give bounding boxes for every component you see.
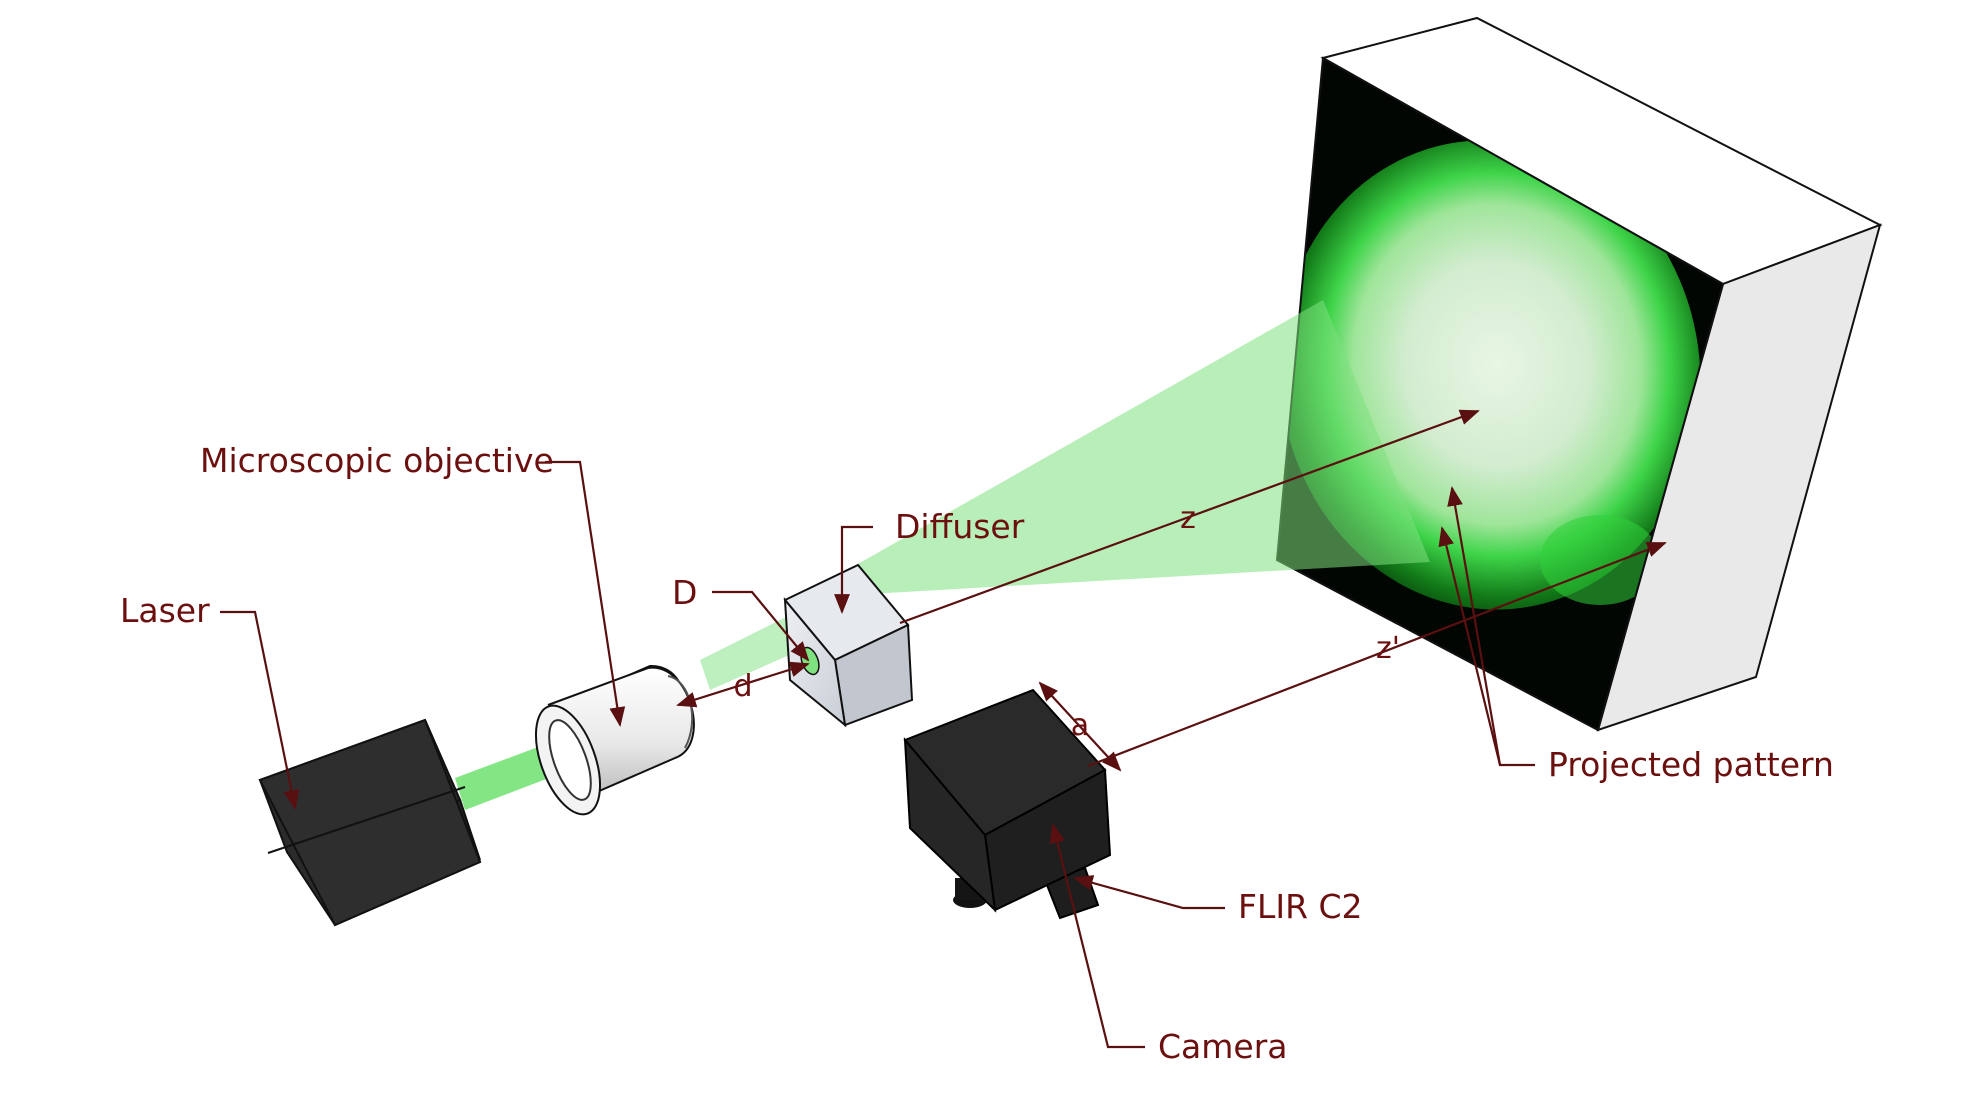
dimension-z-label: z: [1180, 501, 1196, 536]
label-diffuser: Diffuser: [895, 507, 1025, 546]
leader-aperture-D: [712, 590, 810, 662]
dimension-a-label: a: [1071, 708, 1089, 743]
leader-diffuser: [834, 525, 873, 614]
leader-microscopic-objective: [545, 460, 626, 727]
dimension-z-prime-label: z': [1376, 631, 1400, 666]
leader-camera: [1049, 823, 1145, 1049]
dimension-d: d: [676, 661, 810, 708]
label-flir: FLIR C2: [1238, 887, 1363, 926]
leader-laser: [220, 610, 300, 810]
leader-projected-pattern: [1438, 486, 1535, 767]
diffuser-cube: [783, 563, 914, 728]
dimension-z: z: [899, 409, 1480, 625]
dimension-d-label: d: [733, 669, 752, 704]
label-projected-pattern: Projected pattern: [1548, 745, 1834, 784]
microscopic-objective: [535, 664, 695, 816]
label-microscopic-objective: Microscopic objective: [200, 441, 554, 480]
laser-device: [258, 718, 482, 927]
label-camera: Camera: [1158, 1027, 1288, 1066]
label-aperture-D: D: [672, 573, 697, 612]
dimension-z-prime: z': [1087, 541, 1667, 768]
dimension-a: a: [1038, 681, 1122, 772]
label-laser: Laser: [120, 591, 210, 630]
leader-flir: [1073, 875, 1225, 910]
